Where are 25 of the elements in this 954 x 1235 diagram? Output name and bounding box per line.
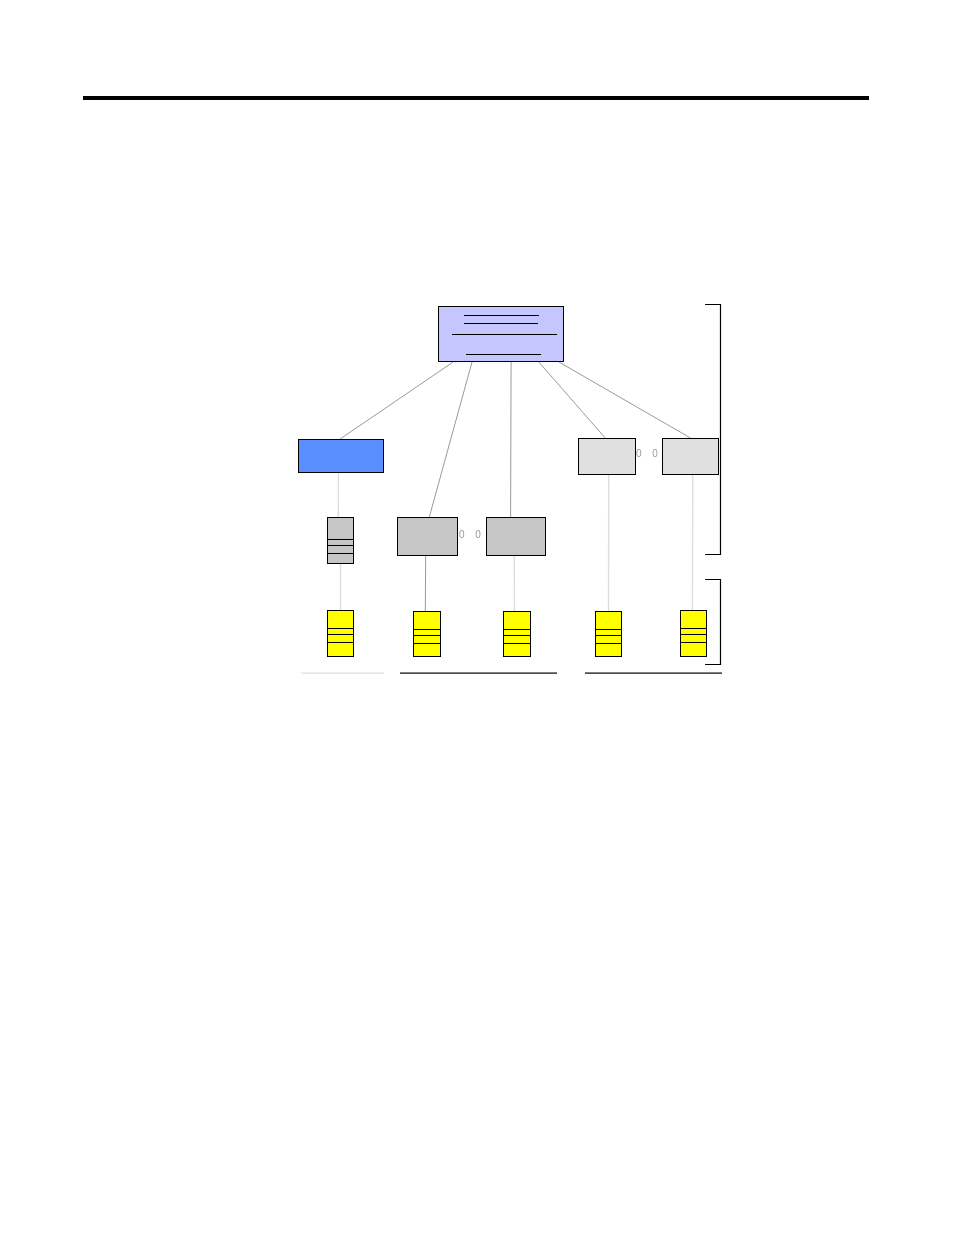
connector-line [510, 361, 512, 518]
connector-line [691, 474, 694, 611]
branch-box [486, 517, 546, 556]
connector-line [607, 474, 610, 612]
connector-line [558, 361, 691, 439]
connector-line [339, 563, 342, 611]
connector-line [424, 555, 427, 612]
connector-line [428, 361, 473, 518]
connector-line [513, 555, 516, 612]
connector-line [339, 361, 454, 440]
branch-box [662, 438, 719, 475]
continuation-mark: 0 0 [636, 448, 658, 460]
branch-box [578, 438, 636, 475]
connector-line [337, 472, 340, 518]
stack-box [327, 610, 354, 657]
stack-box [413, 611, 441, 657]
stack-box [595, 611, 622, 657]
connector-line [538, 361, 606, 439]
branch-box [298, 439, 384, 473]
continuation-mark: 0 0 [459, 529, 481, 541]
stack-box [680, 610, 707, 657]
stack-box [503, 611, 531, 657]
stack-box [327, 517, 354, 564]
top-box [438, 306, 564, 362]
branch-box [397, 517, 458, 556]
